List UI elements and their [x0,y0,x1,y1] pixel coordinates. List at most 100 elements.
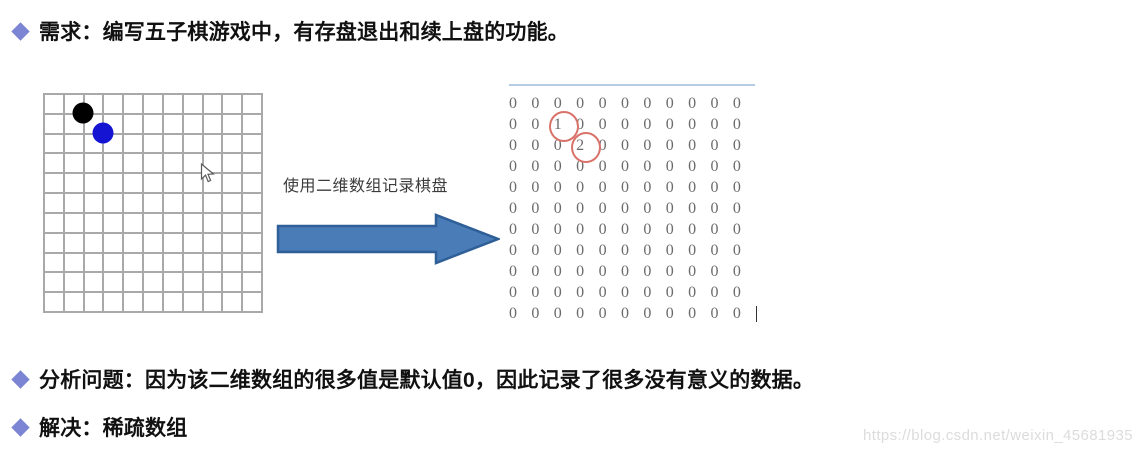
board-cell[interactable] [163,253,184,274]
board-cell[interactable] [183,273,204,294]
board-cell[interactable] [223,95,244,115]
board-cell[interactable] [163,174,184,195]
board-cell[interactable] [45,273,65,294]
board-cell[interactable] [243,95,263,115]
board-cell[interactable] [104,233,125,254]
board-cell[interactable] [124,253,145,274]
board-cell[interactable] [45,233,65,254]
board-cell[interactable] [144,253,164,274]
board-cell[interactable] [45,154,65,175]
board-cell[interactable] [203,253,224,274]
board-cell[interactable] [45,114,65,135]
board-cell[interactable] [183,213,204,234]
board-cell[interactable] [144,114,164,135]
board-cell[interactable] [64,154,85,175]
board-cell[interactable] [203,293,224,313]
board-cell[interactable] [243,213,263,234]
board-cell[interactable] [104,293,125,313]
board-cell[interactable] [223,213,244,234]
board-cell[interactable] [84,213,105,234]
board-cell[interactable] [45,194,65,214]
board-cell[interactable] [243,233,263,254]
board-cell[interactable] [163,233,184,254]
board-cell[interactable] [223,154,244,175]
board-cell[interactable] [104,194,125,214]
board-cell[interactable] [223,233,244,254]
board-cell[interactable] [163,293,184,313]
board-cell[interactable] [223,253,244,274]
board-cell[interactable] [124,194,145,214]
board-cell[interactable] [183,233,204,254]
board-cell[interactable] [45,134,65,155]
board-cell[interactable] [243,114,263,135]
board-cell[interactable] [223,194,244,214]
board-cell[interactable] [203,194,224,214]
board-cell[interactable] [104,273,125,294]
board-cell[interactable] [144,134,164,155]
board-cell[interactable] [243,194,263,214]
board-cell[interactable] [243,273,263,294]
board-cell[interactable] [203,213,224,234]
board-cell[interactable] [163,95,184,115]
board-cell[interactable] [104,134,125,155]
board-cell[interactable] [124,134,145,155]
board-cell[interactable] [183,134,204,155]
board-cell[interactable] [243,253,263,274]
board-cell[interactable] [183,194,204,214]
board-cell[interactable] [45,213,65,234]
board-cell[interactable] [243,154,263,175]
board-cell[interactable] [183,293,204,313]
board-cell[interactable] [64,253,85,274]
board-cell[interactable] [163,213,184,234]
board-cell[interactable] [163,134,184,155]
board-cell[interactable] [144,213,164,234]
board-cell[interactable] [183,114,204,135]
board-cell[interactable] [64,134,85,155]
board-cell[interactable] [223,273,244,294]
board-cell[interactable] [45,174,65,195]
board-cell[interactable] [183,95,204,115]
board-cell[interactable] [104,174,125,195]
board-cell[interactable] [84,253,105,274]
board-cell[interactable] [243,174,263,195]
board-cell[interactable] [104,253,125,274]
board-cell[interactable] [124,213,145,234]
board-cell[interactable] [84,95,105,115]
board-cell[interactable] [223,134,244,155]
board-cell[interactable] [84,154,105,175]
board-cell[interactable] [183,253,204,274]
board-cell[interactable] [223,114,244,135]
board-cell[interactable] [64,174,85,195]
board-cell[interactable] [163,114,184,135]
board-cell[interactable] [183,174,204,195]
board-cell[interactable] [203,114,224,135]
board-cell[interactable] [124,114,145,135]
board-cell[interactable] [45,293,65,313]
board-cell[interactable] [144,293,164,313]
board-cell[interactable] [84,233,105,254]
board-cell[interactable] [203,273,224,294]
board-cell[interactable] [144,194,164,214]
board-cell[interactable] [243,293,263,313]
board-cell[interactable] [104,114,125,135]
board-cell[interactable] [144,174,164,195]
board-cell[interactable] [124,233,145,254]
board-cell[interactable] [64,213,85,234]
go-board[interactable] [43,93,263,313]
board-cell[interactable] [64,114,85,135]
board-cell[interactable] [84,273,105,294]
board-cell[interactable] [124,293,145,313]
board-cell[interactable] [124,174,145,195]
board-cell[interactable] [124,95,145,115]
board-cell[interactable] [64,233,85,254]
board-cell[interactable] [144,154,164,175]
board-cell[interactable] [243,134,263,155]
board-cell[interactable] [203,95,224,115]
board-cell[interactable] [104,213,125,234]
board-cell[interactable] [45,95,65,115]
board-cell[interactable] [104,154,125,175]
board-cell[interactable] [104,95,125,115]
board-cell[interactable] [223,174,244,195]
board-cell[interactable] [84,134,105,155]
